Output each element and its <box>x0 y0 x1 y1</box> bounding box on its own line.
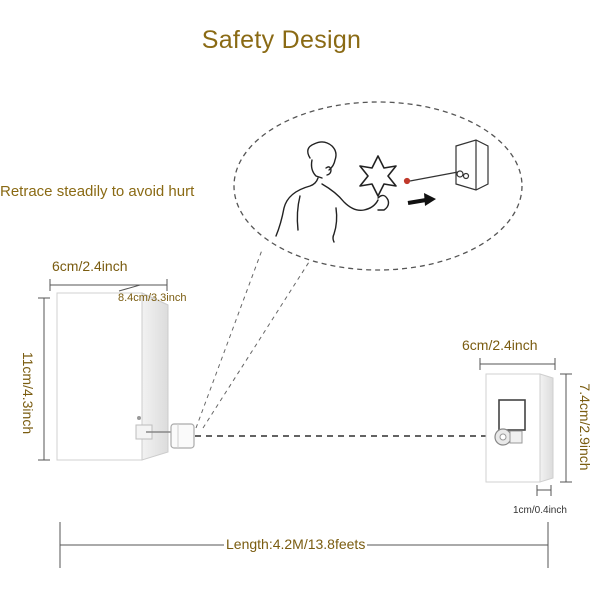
main-unit-drawing <box>56 292 172 461</box>
plate-width-label: 6cm/2.4inch <box>462 337 538 353</box>
dimension-lines <box>38 279 572 568</box>
main-depth-label: 8.4cm/3.3inch <box>118 292 187 304</box>
direction-arrow-icon <box>407 193 436 206</box>
impact-burst-icon <box>359 155 397 197</box>
callout-line-right <box>202 261 310 429</box>
plate-depth-label: 1cm/0.4inch <box>513 505 567 516</box>
wall-plate-drawing <box>485 373 554 483</box>
safety-note-label: Retrace steadily to avoid hurt <box>0 183 195 200</box>
main-height-label: 11cm/4.3inch <box>20 351 36 435</box>
mini-device-sketch <box>403 139 489 191</box>
cord-length-label: Length:4.2M/13.8feets <box>224 536 368 552</box>
cord-spool-drawing <box>170 423 195 449</box>
main-width-label: 6cm/2.4inch <box>52 258 128 274</box>
callout-line-left <box>195 249 263 429</box>
page-title: Safety Design <box>201 26 362 54</box>
plate-height-label: 7.4cm/2.9inch <box>577 383 593 471</box>
person-sketch <box>275 141 390 243</box>
callout-ellipse <box>233 101 523 271</box>
